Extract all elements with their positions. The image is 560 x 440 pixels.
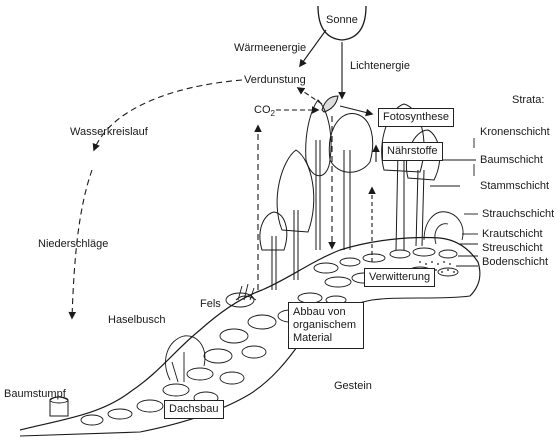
hillside-outline xyxy=(19,236,481,431)
arrow-wasserkreislauf xyxy=(92,79,243,152)
strata-stammschicht: Stammschicht xyxy=(480,180,550,192)
fels-plants xyxy=(235,283,257,301)
strata-kronenschicht: Kronenschicht xyxy=(480,126,550,138)
box-abbau-line1: Abbau von xyxy=(293,306,346,318)
rocks xyxy=(80,247,459,426)
label-co2-subscript: 2 xyxy=(270,109,275,119)
arrow-verdunstung xyxy=(296,87,323,105)
strata-strauchschicht: Strauchschicht xyxy=(482,208,555,220)
label-fels: Fels xyxy=(200,298,221,310)
shrubs xyxy=(423,211,464,245)
box-abbau-line3: Material xyxy=(293,332,333,344)
label-waermeenergie: Wärmeenergie xyxy=(234,42,307,54)
box-dachsbau: Dachsbau xyxy=(164,400,224,419)
strata-streuschicht: Streuschicht xyxy=(482,242,543,254)
sun-shape xyxy=(317,5,367,41)
label-verdunstung: Verdunstung xyxy=(244,74,306,86)
box-naehrstoffe: Nährstoffe xyxy=(382,142,443,161)
label-sonne: Sonne xyxy=(326,14,358,26)
label-wasserkreislauf: Wasserkreislauf xyxy=(70,126,148,138)
strata-baumschicht: Baumschicht xyxy=(480,154,543,166)
label-niederschlaege: Niederschläge xyxy=(38,238,109,250)
box-abbau-line2: organischem xyxy=(293,319,356,331)
arrow-niederschlaege xyxy=(68,169,93,320)
label-baumstumpf: Baumstumpf xyxy=(4,388,66,400)
box-abbau: Abbau von organischem Material xyxy=(288,302,364,349)
label-co2: CO2 xyxy=(254,104,275,120)
box-verwitterung: Verwitterung xyxy=(364,268,436,287)
haselbusch-shape xyxy=(165,335,206,383)
label-gestein: Gestein xyxy=(334,380,372,392)
trees xyxy=(259,99,441,290)
strata-bodenschicht: Bodenschicht xyxy=(482,256,549,268)
label-co2-text: CO xyxy=(254,104,271,116)
arrow-leaf-to-fotosynthese xyxy=(339,105,374,117)
strata-title: Strata: xyxy=(512,94,545,106)
arrow-sun-to-waermeenergie xyxy=(299,29,327,68)
label-lichtenergie: Lichtenergie xyxy=(350,60,410,72)
leaf-shape xyxy=(321,95,339,113)
label-haselbusch: Haselbusch xyxy=(108,314,166,326)
strata-krautschicht: Krautschicht xyxy=(482,228,543,240)
box-fotosynthese: Fotosynthese xyxy=(378,108,455,127)
